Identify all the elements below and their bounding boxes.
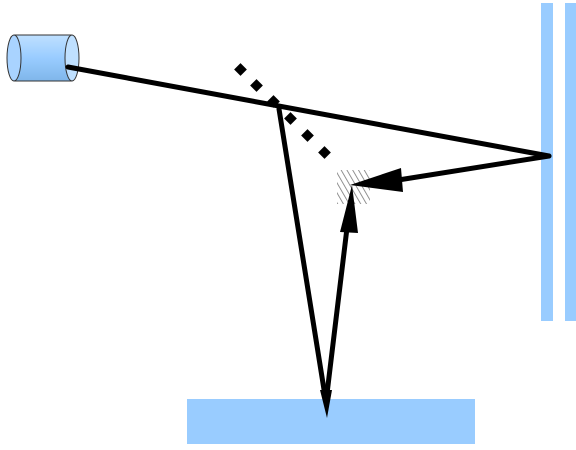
movable-mirror: [187, 399, 475, 444]
beam-splitter: [234, 63, 331, 159]
beam-movable-mirror-to-detector: [323, 185, 358, 405]
fixed-mirror: [541, 3, 576, 321]
beam-fixed-mirror-to-detector: [350, 153, 552, 192]
arrowhead-left: [350, 168, 403, 192]
laser-source: [6, 34, 80, 82]
beam-source-to-fixed-mirror: [65, 64, 552, 159]
arrowhead-up: [340, 185, 358, 233]
